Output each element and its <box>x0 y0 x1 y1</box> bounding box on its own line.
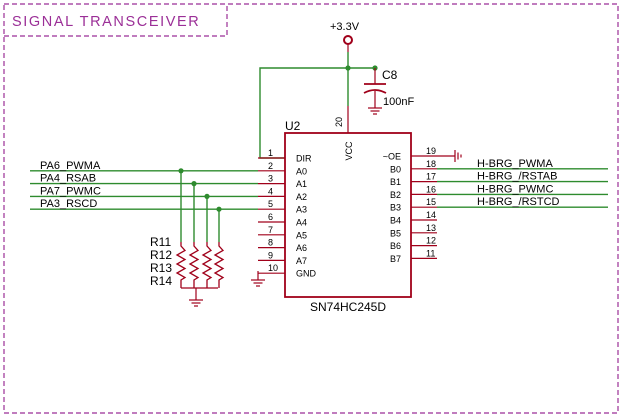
junction-dot <box>191 181 197 187</box>
gnd-ground-icon <box>251 271 265 287</box>
sheet-title: SIGNAL TRANSCEIVER <box>12 14 200 30</box>
vcc-pin-number: 20 <box>334 117 344 127</box>
resistor-icon <box>175 242 187 288</box>
net-label: PA6_PWMA <box>40 160 101 172</box>
resistor-icon <box>188 242 200 288</box>
pin-name: A3 <box>296 205 307 215</box>
pin-number: 10 <box>268 263 278 273</box>
pin-number: 15 <box>426 197 436 207</box>
pin-number: 13 <box>426 223 436 233</box>
pin-number: 8 <box>268 238 273 248</box>
pin-number: 11 <box>426 248 435 258</box>
capacitor-c8 <box>363 68 387 115</box>
pin-number: 7 <box>268 225 273 235</box>
pin-name: B7 <box>390 254 401 264</box>
net-label: PA3_RSCD <box>40 198 97 210</box>
power-label: +3.3V <box>330 21 360 33</box>
junction-dot <box>216 206 222 212</box>
sheet-frame <box>3 3 619 414</box>
net-label: H-BRG_/RSTCD <box>477 196 560 208</box>
resistor-ref-r12: R12 <box>150 248 172 262</box>
pin-name: A0 <box>296 166 307 176</box>
junction-dot <box>345 65 351 71</box>
resistor-ref-r13: R13 <box>150 261 172 275</box>
resistor-ground-icon <box>181 287 218 307</box>
junction-dot <box>204 193 210 199</box>
net-label: H-BRG_/RSTAB <box>477 171 557 183</box>
pin-number: 5 <box>268 199 273 209</box>
title-block-border <box>4 4 228 37</box>
pin-number: 19 <box>426 146 436 156</box>
pin-number: 6 <box>268 212 273 222</box>
pin-name: B1 <box>390 177 401 187</box>
pin-name: A1 <box>296 179 307 189</box>
pin-name: A7 <box>296 256 307 266</box>
pin-name: DIR <box>296 154 312 164</box>
pin-name: ~OE <box>383 152 401 162</box>
power-terminal-icon <box>343 35 353 45</box>
pin-number: 3 <box>268 174 273 184</box>
pin-name: B2 <box>390 190 401 200</box>
pin-number: 17 <box>426 172 436 182</box>
resistor-icon <box>201 242 213 288</box>
net-label: PA7_PWMC <box>40 185 101 197</box>
pin-name: B4 <box>390 216 401 226</box>
pin-name: B6 <box>390 241 401 251</box>
pin-number: 2 <box>268 161 273 171</box>
ic-part-number: SN74HC245D <box>310 300 386 314</box>
pin-name: A4 <box>296 218 307 228</box>
pin-name: GND <box>296 269 317 279</box>
net-label: H-BRG_PWMA <box>477 158 553 170</box>
pin-name: A6 <box>296 243 307 253</box>
net-label: PA4_RSAB <box>40 173 96 185</box>
pin-number: 16 <box>426 184 436 194</box>
ground-icon <box>368 107 382 115</box>
resistor-ref-r14: R14 <box>150 274 172 288</box>
right-net-wires: H-BRG_PWMAH-BRG_/RSTABH-BRG_PWMCH-BRG_/R… <box>437 158 608 208</box>
vcc-pin-name: VCC <box>344 141 354 161</box>
pin-name: B5 <box>390 228 401 238</box>
capacitor-ref: C8 <box>382 68 398 82</box>
junction-dot <box>178 168 184 174</box>
pin-number: 18 <box>426 159 436 169</box>
resistor-icon <box>213 242 225 288</box>
pin-name: A5 <box>296 230 307 240</box>
pin-number: 4 <box>268 186 273 196</box>
capacitor-value: 100nF <box>383 96 414 108</box>
pin-name: B0 <box>390 164 401 174</box>
pin-number: 9 <box>268 250 273 260</box>
resistor-ref-r11: R11 <box>150 235 171 249</box>
pin-number: 12 <box>426 236 436 246</box>
pin-name: B3 <box>390 203 401 213</box>
pin-number: 14 <box>426 210 436 220</box>
net-label: H-BRG_PWMC <box>477 183 553 195</box>
oe-ground-icon <box>437 150 462 162</box>
pin-number: 1 <box>268 148 273 158</box>
dir-wire <box>259 67 348 159</box>
pin-name: A2 <box>296 192 307 202</box>
pull-resistor-array <box>175 242 225 288</box>
ic-ref: U2 <box>285 119 301 133</box>
